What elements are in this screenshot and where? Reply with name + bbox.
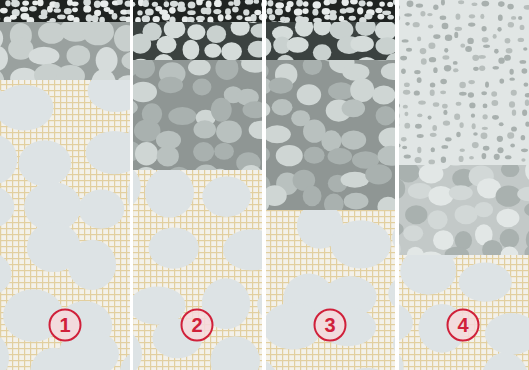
grid-band: [0, 80, 130, 370]
callout-number: 2: [191, 315, 202, 335]
callout-circle: 2: [180, 308, 214, 342]
callout-number: 3: [324, 315, 335, 335]
pebble-band: [0, 0, 130, 22]
mixed-band: [399, 165, 529, 255]
callout-number: 4: [457, 315, 468, 335]
callout-circle: 3: [313, 308, 347, 342]
speck-band: [399, 0, 529, 165]
callout-circle: 4: [446, 308, 480, 342]
grid-band: [399, 255, 529, 370]
dark-band: [266, 22, 395, 60]
grey2-band: [266, 60, 395, 210]
grid-band: [266, 210, 395, 370]
grey2-band: [133, 60, 262, 170]
pebble-band: [133, 0, 262, 22]
pebble-band: [266, 0, 395, 22]
grid-band: [133, 170, 262, 370]
callout-number: 1: [59, 315, 70, 335]
dark-band: [133, 22, 262, 60]
grey1-band: [0, 22, 130, 80]
callout-circle: 1: [48, 308, 82, 342]
